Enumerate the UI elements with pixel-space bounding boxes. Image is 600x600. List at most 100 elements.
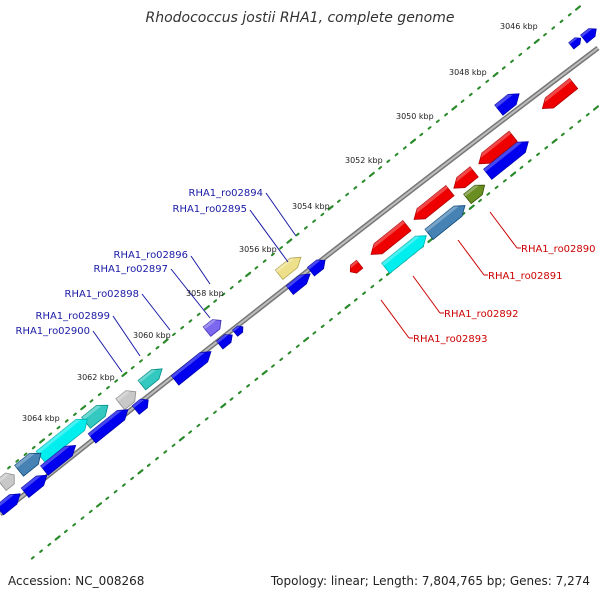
ruler-tick	[551, 26, 556, 30]
ruler-tick	[478, 198, 482, 203]
ruler-tick	[188, 430, 193, 434]
gene-reverse-body	[541, 77, 579, 109]
gene-label-ro02900[interactable]: RHA1_ro02900	[16, 326, 91, 337]
ruler-label: 3052 kbp	[345, 156, 383, 165]
ruler-tick	[31, 445, 36, 450]
ruler-tick	[444, 112, 448, 117]
gene-ro02900-shine	[36, 419, 81, 455]
ruler-tick	[419, 132, 424, 137]
gene-forward-body	[494, 93, 520, 116]
leader-line	[170, 268, 211, 319]
ruler-labels: 3046 kbp 3048 kbp 3050 kbp 3052 kbp 3054…	[22, 22, 538, 423]
leader-line	[112, 315, 141, 357]
gene-label-ro02891[interactable]: RHA1_ro02891	[488, 271, 563, 282]
ruler-label: 3060 kbp	[133, 331, 171, 340]
ruler-tick	[518, 52, 523, 57]
ruler-tick	[427, 126, 432, 130]
ruler-tick	[320, 212, 325, 217]
gene-forward-body	[40, 445, 77, 476]
ruler-tick	[468, 204, 475, 210]
ruler-tick	[113, 489, 118, 494]
ruler-tick	[353, 298, 358, 302]
ruler-tick	[327, 205, 334, 211]
gene-ro02894-body	[274, 256, 302, 281]
ruler-tick	[494, 185, 499, 190]
ruler-tick	[577, 119, 582, 123]
ruler-tick	[560, 132, 565, 137]
ruler-tick	[246, 384, 251, 388]
ruler-tick	[262, 259, 267, 263]
ruler-tick	[402, 146, 407, 150]
ruler-tick	[386, 159, 391, 163]
gene-label-ro02898[interactable]: RHA1_ro02898	[65, 289, 140, 300]
gene-reverse-body	[413, 184, 455, 220]
ruler-tick	[427, 237, 434, 243]
ruler-tick	[370, 284, 375, 289]
gene-forward-body	[87, 409, 129, 444]
ruler-tick	[178, 436, 185, 442]
ruler-tick	[526, 46, 531, 50]
leader-line	[380, 299, 410, 339]
ruler-tick	[543, 32, 547, 37]
gene-label-ro02895[interactable]: RHA1_ro02895	[173, 204, 248, 215]
ruler-tick	[72, 522, 77, 527]
ruler-tick	[460, 99, 465, 103]
gene-label-ro02892[interactable]: RHA1_ro02892	[444, 309, 519, 320]
gene-reverse	[478, 130, 518, 165]
gene-ro02898-shine	[138, 369, 157, 383]
gene-forward	[14, 452, 42, 477]
ruler-tick	[7, 465, 11, 470]
ruler-tick	[254, 266, 259, 270]
gene-label-ro02890[interactable]: RHA1_ro02890	[521, 244, 596, 255]
gene-reverse-shine	[373, 220, 405, 249]
gene-reverse-body	[478, 130, 518, 165]
gene-reverse	[370, 219, 412, 255]
ruler-tick	[39, 549, 43, 553]
ruler-tick	[336, 199, 341, 203]
ruler-tick	[121, 371, 128, 377]
ruler-label: 3046 kbp	[500, 22, 538, 31]
ruler-tick	[229, 285, 234, 290]
leader-line	[190, 255, 211, 285]
gene-reverse-body	[453, 166, 479, 189]
gene-forward	[0, 472, 15, 492]
ruler-tick	[89, 399, 94, 403]
gene-track	[0, 28, 597, 516]
ruler-tick	[477, 86, 481, 90]
ruler-tick	[254, 377, 259, 381]
gene-ro02893	[349, 259, 364, 274]
ruler-tick	[329, 317, 333, 322]
ruler-tick	[47, 542, 52, 547]
gene-forward	[568, 37, 582, 50]
ruler-tick	[261, 369, 268, 376]
gene-ro02894-shine	[275, 258, 295, 273]
ruler-tick	[361, 179, 366, 183]
gene-label-ro02894[interactable]: RHA1_ro02894	[189, 188, 264, 199]
gene-forward-shine	[232, 325, 241, 332]
gene-label-ro02899[interactable]: RHA1_ro02899	[36, 311, 111, 322]
gene-ro02900	[35, 418, 88, 463]
label-leaders	[92, 192, 521, 373]
ruler-tick	[73, 412, 77, 417]
gene-forward-shine	[307, 260, 321, 270]
ruler-label: 3048 kbp	[449, 68, 487, 77]
gene-forward	[20, 474, 48, 499]
ruler-tick	[114, 379, 119, 383]
gene-label-ro02897[interactable]: RHA1_ro02897	[94, 264, 169, 275]
ruler-label: 3058 kbp	[186, 289, 224, 298]
ruler-tick	[510, 59, 514, 64]
ruler-tick	[468, 92, 473, 97]
ruler-tick	[130, 365, 135, 370]
ruler-tick	[368, 171, 375, 178]
gene-reverse	[541, 77, 579, 109]
gene-forward	[285, 273, 311, 295]
gene-label-ro02896[interactable]: RHA1_ro02896	[114, 250, 189, 261]
gene-forward-body	[580, 28, 597, 44]
gene-forward-body	[285, 273, 311, 295]
gene-label-ro02893[interactable]: RHA1_ro02893	[413, 334, 488, 345]
gene-forward-shine	[14, 453, 35, 469]
gene-ro02890	[463, 184, 486, 205]
gene-ro02899	[81, 404, 109, 429]
ruler-tick	[105, 496, 110, 501]
